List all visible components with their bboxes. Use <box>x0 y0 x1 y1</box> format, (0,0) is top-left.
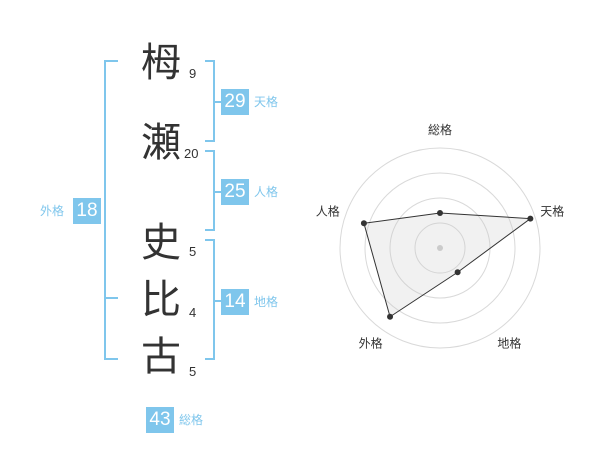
jinkaku-bracket-bottom <box>205 229 215 231</box>
jinkaku-bracket-tick <box>215 191 222 193</box>
stroke-count-2: 20 <box>184 146 199 161</box>
name-char-4: 比 <box>141 277 181 323</box>
tenkaku-bracket-tick <box>215 101 222 103</box>
gaikaku-bracket-middle <box>104 297 118 299</box>
name-char-2: 瀬 <box>141 120 181 166</box>
radar-center-dot <box>437 245 443 251</box>
chikaku-label: 地格 <box>254 295 279 309</box>
gaikaku-label: 外格 <box>40 204 65 218</box>
radar-point-4 <box>387 313 394 320</box>
jinkaku-bracket-vertical <box>213 150 215 231</box>
radar-area <box>363 212 532 318</box>
chikaku-value: 14 <box>221 289 249 315</box>
tenkaku-value: 29 <box>221 89 249 115</box>
radar-point-5 <box>360 220 367 227</box>
chikaku-bracket-top <box>205 239 215 241</box>
chikaku-bracket-bottom <box>205 358 215 360</box>
radar-point-2 <box>527 215 534 222</box>
radar-axis-label-4: 外格 <box>359 335 383 350</box>
radar-ring-1 <box>414 222 466 274</box>
chikaku-bracket-vertical <box>213 239 215 360</box>
radar-ring-4 <box>339 147 541 349</box>
jinkaku-bracket-top <box>205 150 215 152</box>
radar-axis-label-2: 天格 <box>540 204 564 219</box>
stroke-count-5: 5 <box>189 364 197 379</box>
name-char-3: 史 <box>141 220 181 266</box>
gaikaku-bracket-top <box>104 60 118 62</box>
soukaku-value: 43 <box>146 407 174 433</box>
tenkaku-bracket-top <box>205 60 215 62</box>
radar-axis-label-1: 総格 <box>428 122 452 137</box>
soukaku-label: 総格 <box>179 413 204 427</box>
radar-point-1 <box>437 210 443 216</box>
tenkaku-bracket-vertical <box>213 60 215 142</box>
gaikaku-bracket-vertical <box>104 60 106 360</box>
jinkaku-value: 25 <box>221 179 249 205</box>
stroke-count-4: 4 <box>189 305 197 320</box>
tenkaku-bracket-bottom <box>205 140 215 142</box>
radar-axis-label-3: 地格 <box>497 335 521 350</box>
chikaku-bracket-tick <box>215 300 222 302</box>
radar-point-3 <box>454 269 461 276</box>
stroke-count-1: 9 <box>189 66 197 81</box>
name-char-5: 古 <box>141 334 181 380</box>
gaikaku-bracket-bottom <box>104 358 118 360</box>
tenkaku-label: 天格 <box>254 95 279 109</box>
radar-axis-label-5: 人格 <box>316 204 340 219</box>
stroke-count-3: 5 <box>189 244 197 259</box>
name-char-1: 栂 <box>141 40 181 86</box>
jinkaku-label: 人格 <box>254 185 279 199</box>
gaikaku-value: 18 <box>73 198 101 224</box>
radar-ring-3 <box>364 172 516 324</box>
